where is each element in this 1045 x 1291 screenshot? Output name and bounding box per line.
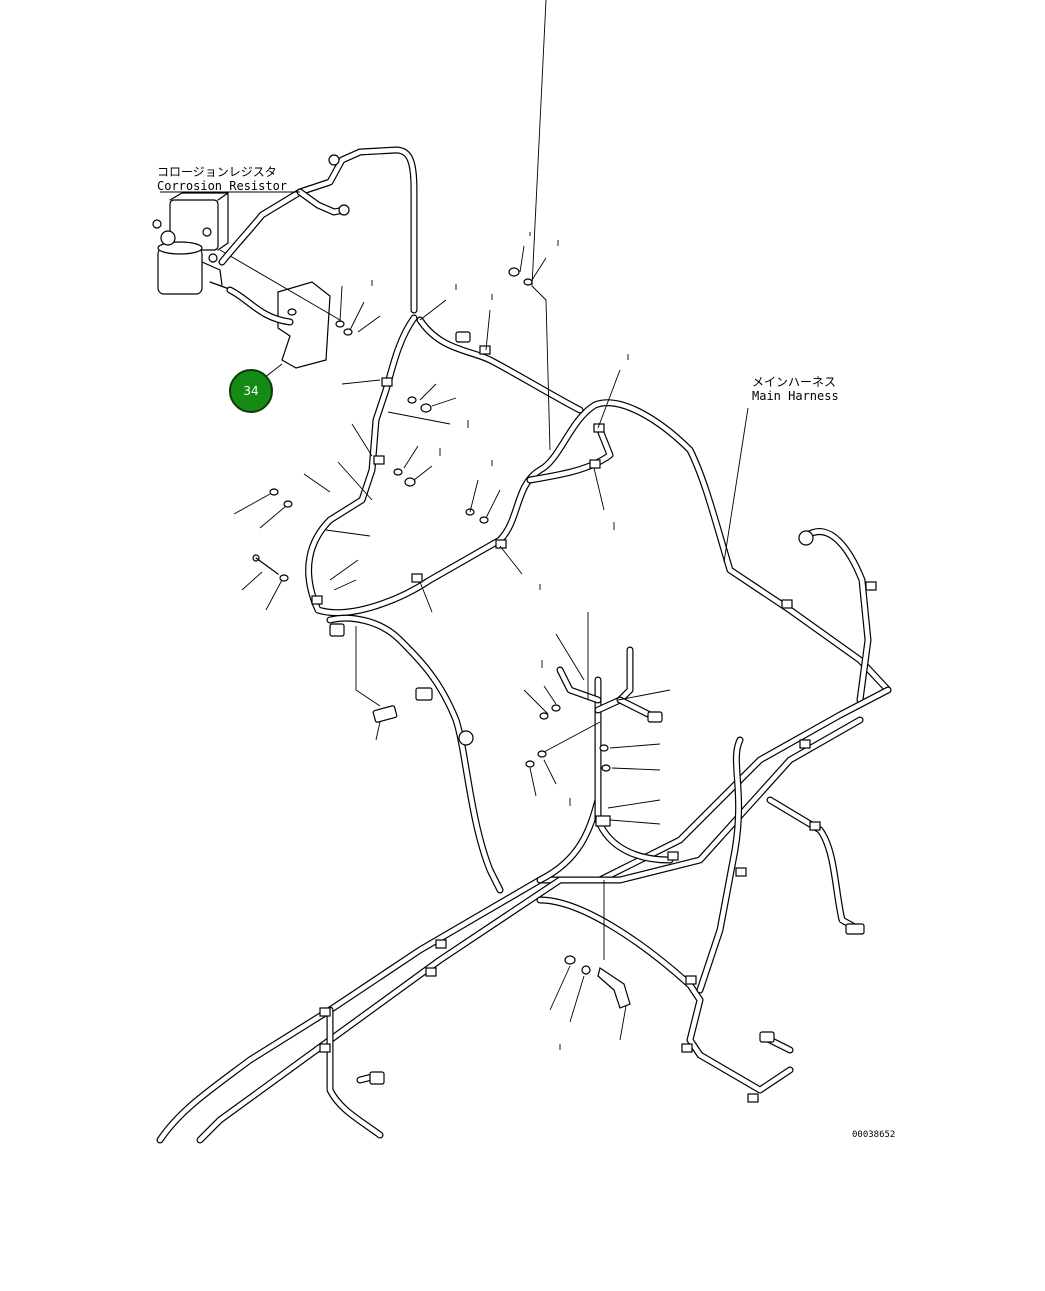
main-harness-label-jp: メインハーネス bbox=[752, 375, 837, 389]
clamps bbox=[311, 345, 877, 1103]
main-harness-label-en: Main Harness bbox=[752, 389, 839, 403]
drawing-number: 00038652 bbox=[852, 1130, 896, 1140]
mounting-bracket bbox=[219, 249, 341, 369]
tick-marks bbox=[371, 232, 629, 1050]
leader-lines bbox=[160, 0, 749, 1041]
part-callout-badge[interactable]: 34 bbox=[229, 369, 273, 413]
corrosion-resistor bbox=[152, 192, 233, 295]
coolant-pipes bbox=[218, 146, 418, 326]
corrosion-resistor-label-en: Corrosion Resistor bbox=[157, 179, 288, 193]
connectors bbox=[329, 331, 865, 1085]
bolts-and-washers bbox=[252, 267, 631, 1009]
corrosion-resistor-label-jp: コロージョンレジスタ bbox=[157, 165, 277, 179]
main-harness bbox=[156, 314, 892, 1144]
